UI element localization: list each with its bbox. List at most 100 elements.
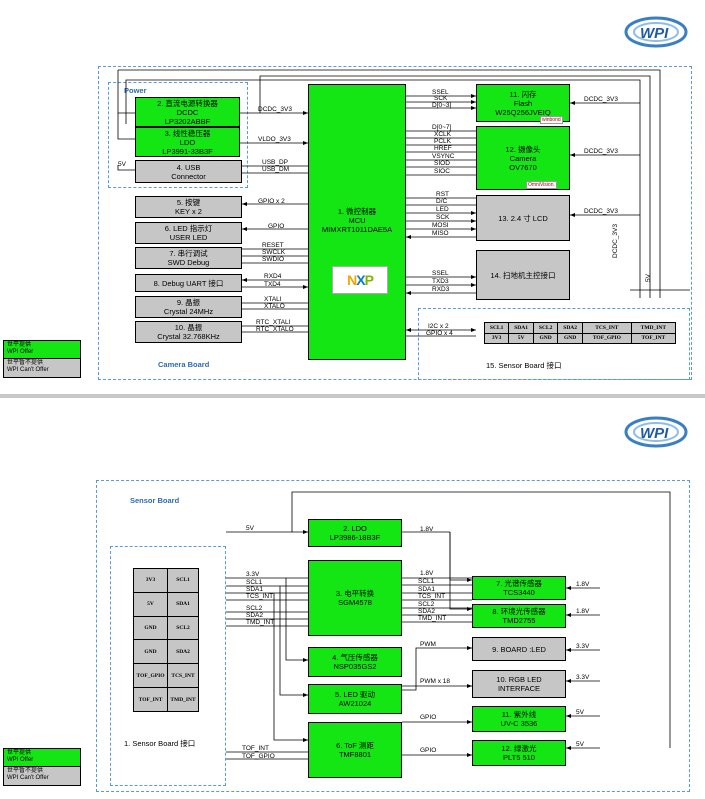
power-frame bbox=[108, 82, 248, 188]
led-line1: 6. LED 指示灯 bbox=[164, 224, 213, 233]
tof-line2: TMF8801 bbox=[338, 750, 372, 759]
sig-sck-lcd: SCK bbox=[436, 214, 450, 221]
flash-line2: Flash bbox=[513, 98, 533, 108]
flash-line1: 11. 闪存 bbox=[509, 89, 537, 99]
ldo-line2: LDO bbox=[179, 137, 196, 147]
block-dcdc: 2. 直流电源转换器 DCDC LP3202ABBF bbox=[135, 97, 240, 127]
sig-d07: D[0~7] bbox=[432, 124, 452, 131]
sig-xclk: XCLK bbox=[434, 131, 451, 138]
mcu-line1: 1. 微控制器 bbox=[337, 207, 377, 216]
b-sig-1v8-level: 1.8V bbox=[420, 570, 434, 577]
omnivision-badge: OmniVision. bbox=[526, 181, 557, 189]
block-spectral: 7. 光谱传感器 TCS3440 bbox=[472, 576, 566, 600]
legend-offer-en: WPI Offer bbox=[7, 349, 34, 355]
block-ambient: 8. 环境光传感器 TMD2755 bbox=[472, 604, 566, 628]
sig-ssel-scan: SSEL bbox=[432, 270, 449, 277]
sig-5v-left: 5V bbox=[118, 161, 126, 168]
block-baro: 4. 气压传感器 NSP035GS2 bbox=[308, 647, 402, 677]
bottom-pin-cell: SCL1 bbox=[167, 568, 199, 593]
sig-xtalo: XTALO bbox=[264, 303, 285, 310]
sensor-board-title: Sensor Board bbox=[130, 496, 180, 505]
legend-b-no-cn: 世平暂不提供 bbox=[7, 768, 44, 774]
sensor-board-frame bbox=[96, 480, 690, 792]
uvc-line2: UV-C 3536 bbox=[500, 719, 538, 728]
block-uart: 8. Debug UART 接口 bbox=[135, 274, 242, 292]
b-sig-gpio-uv: GPIO bbox=[420, 714, 437, 721]
flash-line3: W25Q256JVEIQ bbox=[495, 107, 551, 117]
b-sig-scl1: SCL1 bbox=[246, 579, 263, 586]
swd-line1: 7. 串行调试 bbox=[169, 249, 208, 258]
b-sig-pwm: PWM bbox=[420, 641, 436, 648]
block-camera: 12. 摄像头 Camera OV7670 bbox=[476, 126, 570, 190]
uvc-line1: 11. 紫外线 bbox=[501, 710, 537, 719]
legend-no-en: WPI Can't Offer bbox=[7, 367, 49, 373]
sensor-if-frame-bottom bbox=[110, 546, 226, 786]
block-ldo: 3. 线性稳压器 LDO LP3991-33B3F bbox=[135, 127, 240, 157]
block-usb: 4. USB Connector bbox=[135, 160, 242, 183]
sig-rxd4: RXD4 bbox=[264, 273, 282, 280]
b-sig-scl2-r: SCL2 bbox=[418, 601, 435, 608]
bottom-pin-cell: TCS_INT bbox=[167, 663, 199, 689]
rgb-line2: INTERFACE bbox=[497, 684, 541, 693]
block-uvc: 11. 紫外线 UV-C 3536 bbox=[472, 706, 566, 732]
camera-line2: Camera bbox=[509, 153, 537, 163]
sig-rtc-xtali: RTC_XTALI bbox=[256, 319, 291, 326]
key-line2: KEY x 2 bbox=[175, 207, 202, 216]
key-line1: 5. 按键 bbox=[176, 198, 201, 207]
mcu-line2: MCU bbox=[348, 216, 366, 225]
bottom-pin-cell: TOF_INT bbox=[132, 687, 169, 712]
b-sig-5v: 5V bbox=[246, 525, 254, 532]
b-sig-tof-int: TOF_INT bbox=[242, 745, 269, 752]
spectral-line2: TCS3440 bbox=[503, 588, 535, 597]
usb-line1: 4. USB bbox=[176, 162, 201, 172]
sig-xtali: XTALI bbox=[264, 296, 282, 303]
top-pin-cell: GND bbox=[533, 332, 559, 344]
sig-i2c-x2: I2C x 2 bbox=[428, 323, 449, 330]
block-key: 5. 按键 KEY x 2 bbox=[135, 196, 242, 218]
sensor-if-label: 15. Sensor Board 接口 bbox=[486, 361, 562, 370]
power-title: Power bbox=[124, 86, 147, 95]
green-line1: 12. 绿激光 bbox=[501, 744, 537, 753]
rgb-line1: 10. RGB LED bbox=[496, 675, 542, 684]
usb-line2: Connector bbox=[171, 171, 206, 181]
sig-swdio: SWDIO bbox=[262, 256, 285, 263]
bottom-pin-cell: TMD_INT bbox=[167, 687, 199, 712]
sig-rst: RST bbox=[436, 191, 449, 198]
ldo-b-line2: LP3986-18B3F bbox=[329, 533, 381, 542]
baro-line2: NSP035GS2 bbox=[333, 662, 377, 671]
sig-led: LED bbox=[436, 206, 449, 213]
bottom-pin-cell: TOF_GPIO bbox=[132, 663, 169, 689]
svg-text:WPI: WPI bbox=[640, 425, 669, 442]
sig-rtc-xtalo: RTC_XTALO bbox=[256, 326, 294, 333]
lcd-line1: 13. 2.4 寸 LCD bbox=[498, 213, 548, 223]
sig-mosi: MOSI bbox=[432, 222, 449, 229]
block-xtal32: 10. 晶振 Crystal 32.768KHz bbox=[135, 321, 242, 343]
ldo-b-line1: 2. LDO bbox=[343, 524, 367, 533]
sig-miso: MISO bbox=[432, 230, 449, 237]
b-sig-sda2-r: SDA2 bbox=[418, 608, 435, 615]
block-level: 3. 电平转换 SGM4578 bbox=[308, 560, 402, 636]
sig-d03: D[0~3] bbox=[432, 102, 452, 109]
block-green-laser: 12. 绿激光 PLT5 510 bbox=[472, 740, 566, 766]
block-scan: 14. 扫地机主控接口 bbox=[476, 250, 570, 300]
bottom-pin-cell: 3V3 bbox=[132, 568, 169, 593]
bottom-pin-cell: GND bbox=[132, 639, 169, 665]
xtal32-line1: 10. 晶振 bbox=[174, 323, 203, 332]
legend-b-offer-en: WPI Offer bbox=[7, 757, 34, 763]
dcdc-line3: LP3202ABBF bbox=[164, 116, 211, 126]
leddrv-line2: AW21024 bbox=[338, 699, 372, 708]
ambient-line1: 8. 环境光传感器 bbox=[492, 607, 546, 616]
board-led-line1: 9. BOARD :LED bbox=[492, 644, 546, 654]
sig-vsync: VSYNC bbox=[432, 153, 455, 160]
top-pin-cell: 3V3 bbox=[483, 332, 510, 344]
sig-dcdc-camera: DCDC_3V3 bbox=[584, 148, 618, 155]
